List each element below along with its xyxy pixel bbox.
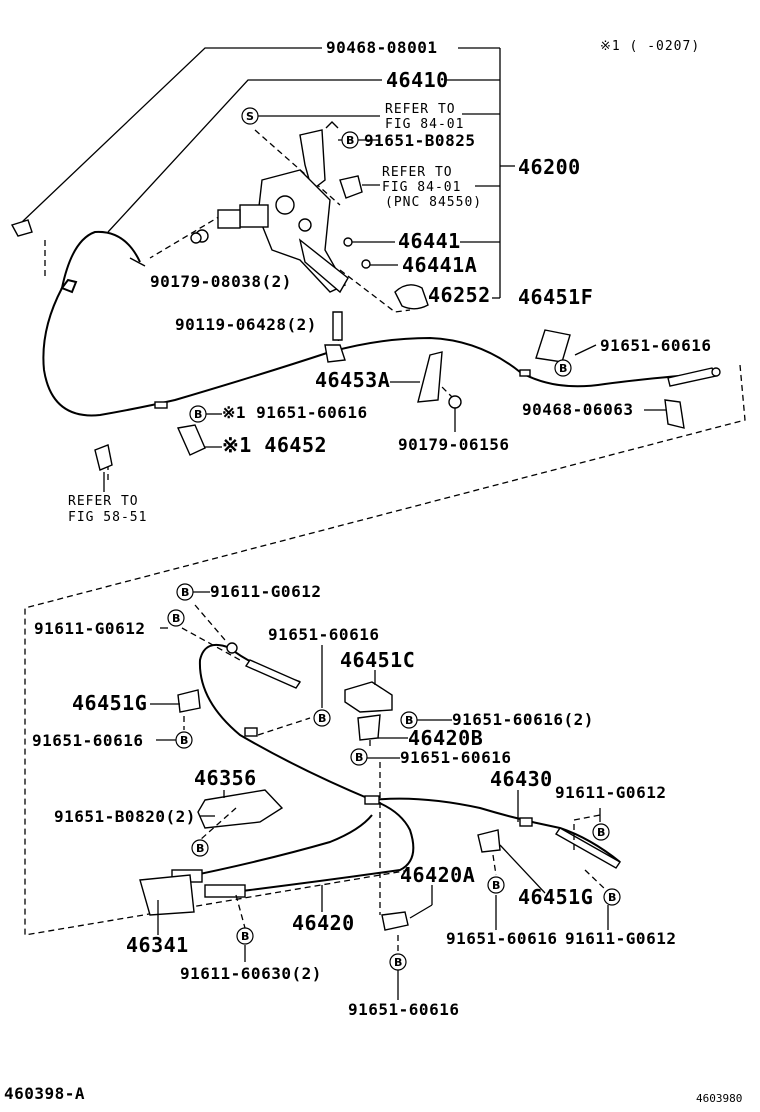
label-46453a: 46453A	[315, 368, 390, 392]
label-90468-06063: 90468-06063	[522, 400, 633, 419]
b-marker-lower-6: B	[355, 751, 363, 764]
b-marker-lower-12: B	[394, 956, 402, 969]
label-46430: 46430	[490, 767, 553, 791]
b-marker-lower-5: B	[405, 714, 413, 727]
label-refer-84-01-a-line1: REFER TO	[385, 102, 456, 117]
circled-markers-lower: B B B B B B B B B B B B	[167, 583, 621, 971]
circled-markers-upper: S B B B	[189, 107, 597, 423]
dashed-leaders-lower	[181, 604, 607, 955]
label-90119-06428: 90119-06428(2)	[175, 315, 317, 334]
label-46410: 46410	[386, 68, 449, 92]
leader-lines-lower	[150, 591, 609, 1000]
b-marker-upper-2: B	[559, 362, 567, 375]
label-refer-84-01-b-line3: (PNC 84550)	[385, 195, 482, 210]
s-marker: S	[246, 110, 254, 123]
label-46451g-a: 46451G	[72, 691, 147, 715]
b-marker-lower-11: B	[241, 930, 249, 943]
label-46341: 46341	[126, 933, 189, 957]
lower-small-parts	[139, 642, 501, 931]
footer-left-code: 460398-A	[4, 1084, 85, 1103]
b-marker-lower-4: B	[180, 734, 188, 747]
b-marker-upper-1: B	[346, 134, 354, 147]
footer-right-code: 4603980	[696, 1092, 742, 1105]
label-91651-60616-2: 91651-60616(2)	[452, 710, 594, 729]
label-refer-58-51-line2: FIG 58-51	[68, 510, 147, 525]
label-91651-b0825: 91651-B0825	[364, 131, 475, 150]
b-marker-lower-8: B	[597, 826, 605, 839]
label-91651-60616-b: ※1 91651-60616	[222, 403, 368, 422]
label-refer-58-51-line1: REFER TO	[68, 494, 139, 509]
label-91651-b0820: 91651-B0820(2)	[54, 807, 196, 826]
upper-small-parts	[10, 219, 685, 471]
label-refer-84-01-b-line1: REFER TO	[382, 165, 453, 180]
rear-cables-lower	[171, 644, 621, 898]
label-91611-g0612-d: 91611-G0612	[565, 929, 676, 948]
label-46420: 46420	[292, 911, 355, 935]
label-46252: 46252	[428, 283, 491, 307]
label-46420b: 46420B	[408, 726, 483, 750]
label-46451c: 46451C	[340, 648, 415, 672]
front-cable-upper	[42, 230, 721, 417]
label-91611-60630: 91611-60630(2)	[180, 964, 322, 983]
label-91611-g0612-c: 91611-G0612	[555, 783, 666, 802]
b-marker-lower-3: B	[318, 712, 326, 725]
b-marker-lower-10: B	[608, 891, 616, 904]
label-refer-84-01-b-line2: FIG 84-01	[382, 180, 461, 195]
b-marker-lower-1: B	[181, 586, 189, 599]
label-91651-60616-c: 91651-60616	[268, 625, 379, 644]
label-90179-08038: 90179-08038(2)	[150, 272, 292, 291]
label-91651-60616-g: 91651-60616	[348, 1000, 459, 1019]
parking-brake-lever-assembly	[195, 121, 429, 310]
label-46451f: 46451F	[518, 285, 593, 309]
label-91651-60616-e: 91651-60616	[400, 748, 511, 767]
label-46420a: 46420A	[400, 863, 475, 887]
b-marker-lower-2: B	[172, 612, 180, 625]
label-46451g-b: 46451G	[518, 885, 593, 909]
label-46441a: 46441A	[402, 253, 477, 277]
label-46441: 46441	[398, 229, 461, 253]
b-marker-upper-3: B	[194, 408, 202, 421]
label-91611-g0612-b: 91611-G0612	[34, 619, 145, 638]
b-marker-lower-9: B	[492, 879, 500, 892]
label-91651-60616-d: 91651-60616	[32, 731, 143, 750]
label-90468-08001: 90468-08001	[326, 38, 437, 57]
label-refer-84-01-a-line2: FIG 84-01	[385, 117, 464, 132]
top-note: ※1 ( -0207)	[600, 39, 700, 54]
label-46452: ※1 46452	[222, 433, 327, 457]
label-46356: 46356	[194, 766, 257, 790]
leader-lines-upper	[21, 47, 515, 299]
label-91651-60616-a: 91651-60616	[600, 336, 711, 355]
label-91651-60616-f: 91651-60616	[446, 929, 557, 948]
label-91611-g0612-a: 91611-G0612	[210, 582, 321, 601]
label-46200: 46200	[518, 155, 581, 179]
label-90179-06156: 90179-06156	[398, 435, 509, 454]
b-marker-lower-7: B	[196, 842, 204, 855]
